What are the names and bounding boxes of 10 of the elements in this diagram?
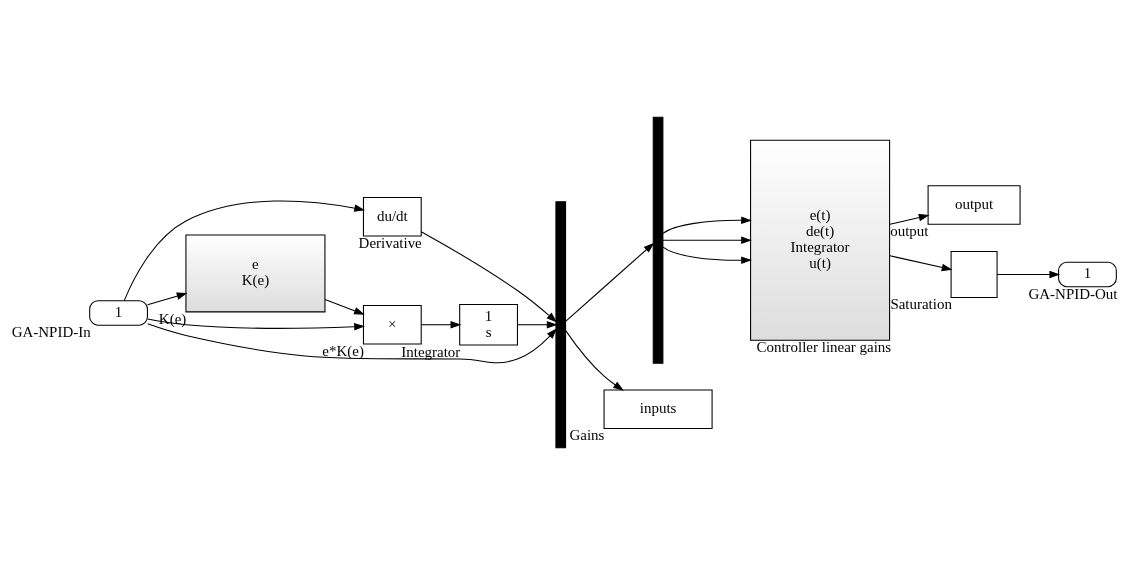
node-label: Saturation <box>890 296 952 313</box>
node-label: GA-NPID-Out <box>1028 285 1118 302</box>
node-label: e*K(e) <box>322 342 364 359</box>
node-label: Controller linear gains <box>756 339 892 356</box>
node-label: K(e) <box>158 310 187 327</box>
node-label: output <box>890 223 929 240</box>
node-label: Derivative <box>358 234 422 251</box>
node-label: Integrator <box>401 344 461 361</box>
node-label: GA-NPID-In <box>11 324 91 341</box>
node-label: Gains <box>569 427 605 444</box>
